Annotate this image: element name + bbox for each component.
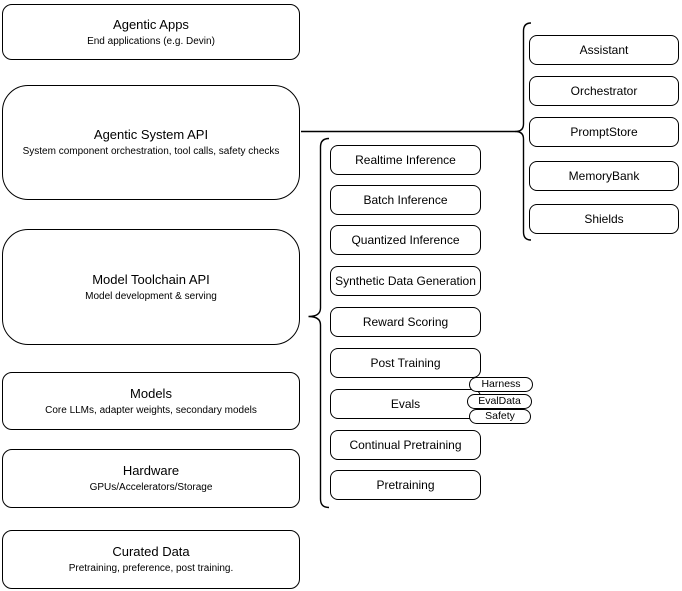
node-title: Model Toolchain API [92,271,210,287]
node-subtitle: GPUs/Accelerators/Storage [89,482,213,493]
node-orchestrator: Orchestrator [529,76,679,106]
node-reward-scoring: Reward Scoring [330,307,481,337]
node-quantized-inference: Quantized Inference [330,225,481,255]
tag-evaldata: EvalData [467,394,532,409]
node-synthetic-data-generation: Synthetic Data Generation [330,266,481,296]
node-models: Models Core LLMs, adapter weights, secon… [2,372,300,430]
node-label: Orchestrator [570,84,638,98]
node-label: Reward Scoring [362,315,449,329]
node-label: PromptStore [570,125,638,139]
node-subtitle: End applications (e.g. Devin) [87,35,215,47]
node-curated-data: Curated Data Pretraining, preference, po… [2,530,300,589]
brace-model-toolchain [308,137,330,509]
node-agentic-apps: Agentic Apps End applications (e.g. Devi… [2,4,300,60]
node-label: MemoryBank [568,169,640,183]
node-continual-pretraining: Continual Pretraining [330,430,481,460]
node-title: Models [130,385,172,401]
node-batch-inference: Batch Inference [330,185,481,215]
node-title: Agentic System API [93,127,209,142]
node-subtitle: System component orchestration, tool cal… [22,146,280,157]
node-model-toolchain-api: Model Toolchain API Model development & … [2,229,300,345]
tag-label: Harness [481,378,521,390]
node-title: Agentic Apps [113,16,189,32]
node-subtitle: Pretraining, preference, post training. [68,563,234,574]
node-label: Pretraining [376,478,435,492]
node-shields: Shields [529,204,679,234]
tag-safety: Safety [469,409,531,424]
node-pretraining: Pretraining [330,470,481,500]
node-agentic-system-api: Agentic System API System component orch… [2,85,300,200]
node-title: Hardware [122,463,180,478]
node-promptstore: PromptStore [529,117,679,147]
node-title: Curated Data [112,544,190,559]
node-label: Assistant [579,43,629,57]
node-label: Evals [390,397,421,411]
node-label: Shields [584,212,624,226]
tag-label: EvalData [478,395,521,407]
tag-harness: Harness [469,377,533,392]
node-memorybank: MemoryBank [529,161,679,191]
node-label: Continual Pretraining [349,438,462,452]
node-label: Realtime Inference [355,153,456,167]
node-label: Post Training [370,356,441,370]
node-subtitle: Model development & serving [85,290,217,302]
node-label: Synthetic Data Generation [335,274,476,288]
tag-label: Safety [485,410,515,422]
node-realtime-inference: Realtime Inference [330,145,481,175]
node-subtitle: Core LLMs, adapter weights, secondary mo… [45,404,257,416]
node-post-training: Post Training [330,348,481,378]
node-label: Batch Inference [363,193,448,207]
node-evals: Evals [330,389,481,419]
node-hardware: Hardware GPUs/Accelerators/Storage [2,449,300,508]
node-label: Quantized Inference [351,233,460,247]
node-assistant: Assistant [529,35,679,65]
